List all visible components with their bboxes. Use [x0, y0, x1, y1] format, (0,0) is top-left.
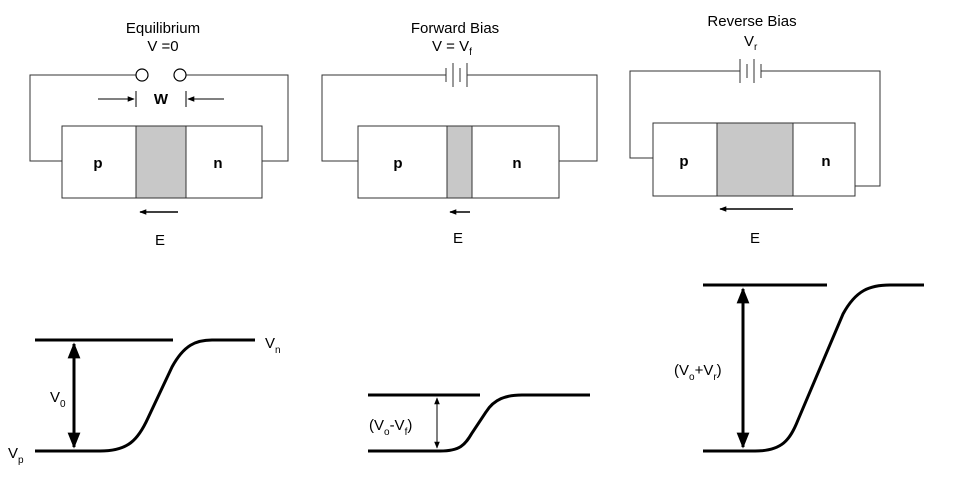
- battery-icon: [739, 59, 762, 83]
- forward-potential-label: (Vo-Vf): [369, 417, 412, 438]
- forward-depletion-region: [446, 125, 473, 199]
- equilibrium-depletion-region: [135, 125, 187, 199]
- reverse-band-diagram: (Vo+Vr): [674, 283, 924, 453]
- open-terminal-right: [173, 68, 187, 82]
- equilibrium-title: Equilibrium: [126, 20, 200, 37]
- vp-label: Vp: [8, 445, 24, 466]
- forward-field-label: E: [453, 230, 463, 247]
- equilibrium-wire-right: [186, 74, 289, 162]
- equilibrium-wire-left: [29, 74, 136, 162]
- forward-bias-panel: Forward Bias V = Vf p n E: [321, 20, 598, 247]
- reverse-band-curve: [754, 283, 924, 453]
- forward-wire-left: [321, 74, 446, 162]
- reverse-wire-left: [629, 70, 740, 159]
- reverse-n-label: n: [821, 153, 830, 170]
- open-terminal-left: [135, 68, 149, 82]
- reverse-bias-panel: Reverse Bias Vr p n E: [629, 13, 881, 247]
- reverse-depletion-region: [716, 122, 794, 197]
- equilibrium-panel: Equilibrium V =0 W p n E: [29, 20, 289, 249]
- reverse-voltage: Vr: [744, 33, 758, 53]
- forward-title: Forward Bias: [411, 20, 499, 37]
- equilibrium-n-label: n: [213, 155, 222, 172]
- built-in-potential-label: V0: [50, 389, 66, 410]
- equilibrium-voltage: V =0: [147, 38, 178, 55]
- reverse-wire-right: [761, 70, 881, 187]
- reverse-title: Reverse Bias: [707, 13, 796, 30]
- forward-band-diagram: (Vo-Vf): [368, 393, 590, 453]
- reverse-p-label: p: [679, 153, 688, 170]
- reverse-field-label: E: [750, 230, 760, 247]
- equilibrium-band-curve: [99, 338, 255, 453]
- equilibrium-field-label: E: [155, 232, 165, 249]
- battery-icon: [445, 63, 468, 87]
- forward-wire-right: [467, 74, 598, 162]
- reverse-potential-label: (Vo+Vr): [674, 362, 722, 383]
- forward-n-label: n: [512, 155, 521, 172]
- equilibrium-band-diagram: V0 Vn Vp: [8, 335, 281, 466]
- forward-band-curve: [439, 393, 590, 453]
- forward-voltage: V = Vf: [432, 38, 472, 58]
- forward-p-label: p: [393, 155, 402, 172]
- vn-label: Vn: [265, 335, 281, 356]
- equilibrium-p-label: p: [93, 155, 102, 172]
- depletion-width-label: W: [154, 91, 169, 108]
